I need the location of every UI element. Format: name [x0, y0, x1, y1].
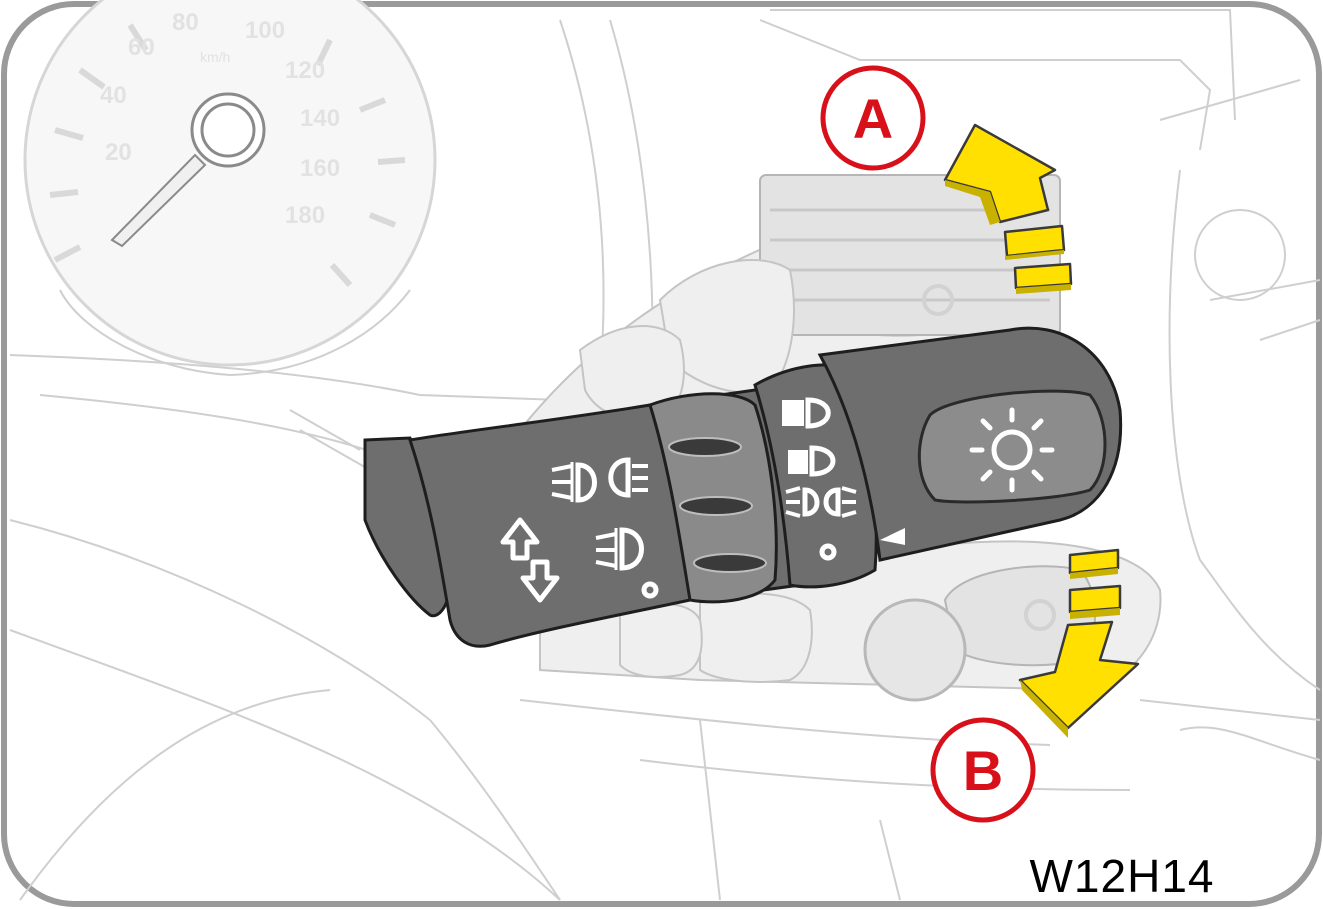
speedo-unit: km/h — [200, 49, 230, 65]
turn-signal-up-icon — [500, 517, 540, 561]
speedo-label-140: 140 — [300, 105, 340, 132]
stalk-endcap[interactable] — [917, 389, 1107, 504]
dashboard-background — [9, 9, 1321, 901]
speedo-label-40: 40 — [100, 82, 127, 109]
position-marker-icon — [880, 528, 905, 545]
callout-b-label: B — [963, 739, 1003, 802]
speedo-label-160: 160 — [300, 155, 340, 182]
speedo-label-100: 100 — [245, 17, 285, 44]
callout-b: B — [930, 717, 1036, 823]
headlamp-icon — [969, 407, 1055, 493]
fog-front-icon — [551, 462, 597, 503]
arrow-up-step-2 — [1013, 262, 1073, 290]
speedo-label-80: 80 — [172, 9, 199, 36]
main-beam-icon — [782, 397, 831, 429]
lighting-stalk — [363, 326, 1123, 648]
parking-light-icon — [785, 486, 857, 518]
fog-rear-icon — [608, 457, 648, 498]
stalk-ghost-lower — [539, 540, 1162, 702]
speedo-label-60: 60 — [128, 34, 155, 61]
stalk-symbols — [500, 397, 1055, 603]
arrow-down-step-2 — [1068, 584, 1122, 614]
fog-front-icon-2 — [595, 527, 644, 571]
turn-signal-down-icon — [520, 559, 560, 603]
speedo-needle — [110, 153, 207, 248]
speedometer: 20 40 60 80 100 120 140 160 180 km/h — [23, 0, 437, 377]
speedo-label-180: 180 — [285, 202, 325, 229]
callout-a: A — [820, 65, 926, 171]
arrow-up-indicator — [943, 123, 1073, 294]
arrow-down-indicator — [1018, 548, 1140, 738]
speedo-label-20: 20 — [105, 139, 132, 166]
speedo-label-120: 120 — [285, 57, 325, 84]
figure-code: W12H14 — [1012, 851, 1232, 901]
dipped-beam-icon — [788, 445, 836, 477]
callout-a-label: A — [853, 87, 893, 150]
